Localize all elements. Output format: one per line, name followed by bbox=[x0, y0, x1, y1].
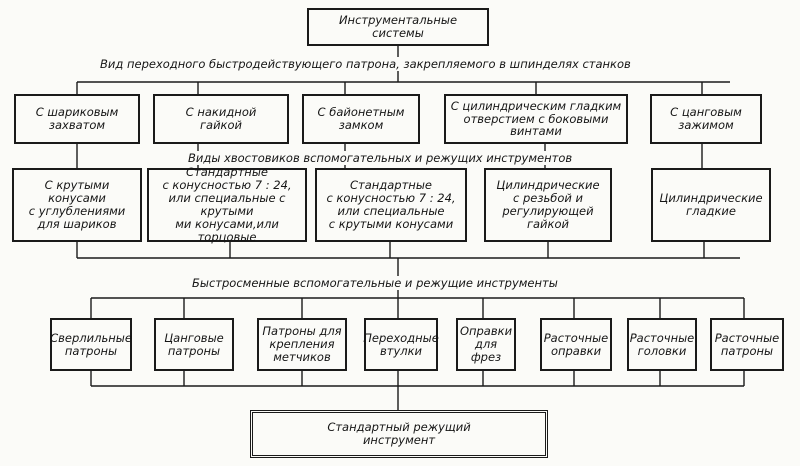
shank-box-steep-taper-ball: С крутыми конусами с углублениями для ша… bbox=[12, 168, 142, 242]
shank-box-cylindrical-threaded: Цилиндрические с резьбой и регулирующей … bbox=[484, 168, 612, 242]
chuck-box-bayonet: С байонетным замком bbox=[302, 94, 420, 144]
chuck-box-ball-grip: С шариковым захватом bbox=[14, 94, 140, 144]
tool-box-boring-bars: Расточные оправки bbox=[540, 318, 612, 371]
shank-box-standard-taper-steep: Стандартные с конусностью 7 : 24, или сп… bbox=[315, 168, 467, 242]
tool-box-milling-arbors: Оправки для фрез bbox=[456, 318, 516, 371]
chuck-box-collet: С цанговым зажимом bbox=[650, 94, 762, 144]
chuck-box-union-nut: С накидной гайкой bbox=[153, 94, 289, 144]
caption-quick-change: Быстросменные вспомогательные и режущие … bbox=[190, 276, 560, 290]
tool-box-boring-chucks: Расточные патроны bbox=[710, 318, 784, 371]
shank-box-standard-taper-face: Стандартные с конусностью 7 : 24, или сп… bbox=[147, 166, 307, 243]
caption-chuck-types: Вид переходного быстродействующего патро… bbox=[98, 57, 633, 71]
tool-box-tap-chucks: Патроны для крепления метчиков bbox=[257, 318, 347, 371]
chuck-box-cylindrical-bore: С цилиндрическим гладким отверстием с бо… bbox=[444, 94, 628, 144]
tool-box-boring-heads: Расточные головки bbox=[627, 318, 697, 371]
tool-box-adapter-sleeves: Переходные втулки bbox=[363, 318, 439, 371]
tool-box-collet-chucks: Цанговые патроны bbox=[154, 318, 234, 371]
result-box: Стандартный режущий инструмент bbox=[250, 410, 548, 458]
shank-box-cylindrical-plain: Цилиндрические гладкие bbox=[651, 168, 771, 242]
root-box: Инструментальные системы bbox=[307, 8, 489, 46]
tool-box-drill-chucks: Сверлильные патроны bbox=[50, 318, 132, 371]
caption-shank-types: Виды хвостовиков вспомогательных и режущ… bbox=[186, 151, 575, 165]
